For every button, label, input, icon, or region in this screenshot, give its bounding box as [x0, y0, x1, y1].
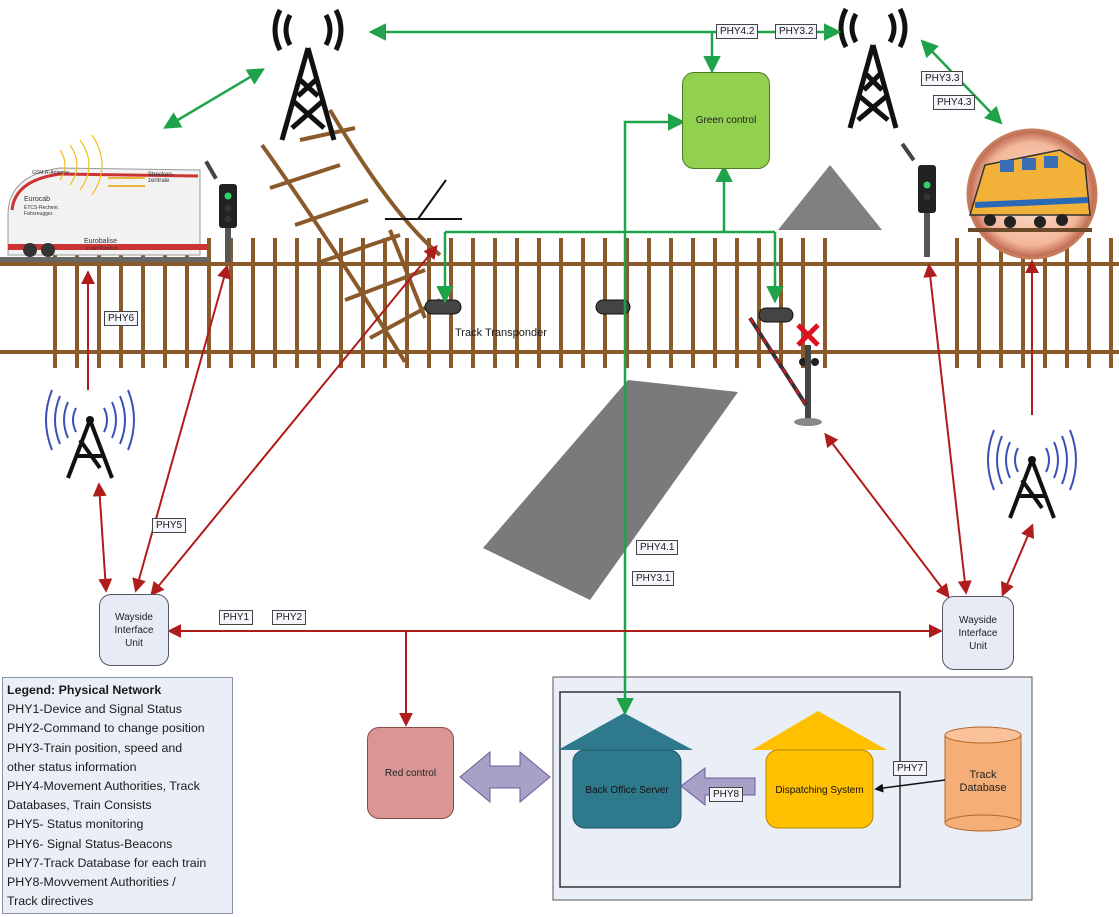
- inset-eurocab-label: Eurocab: [24, 196, 51, 203]
- legend-item: PHY4-Movement Authorities, Track: [7, 779, 200, 794]
- bidirectional-block-arrow: [459, 750, 551, 804]
- signal-icon-right: [900, 142, 936, 257]
- wayside-interface-unit-right: Wayside Interface Unit: [942, 596, 1014, 670]
- tower-icon-right: [838, 7, 908, 129]
- tag-phy3-1: PHY3.1: [632, 571, 675, 586]
- platform-lower: [483, 380, 738, 600]
- tower-icon-top: [272, 8, 344, 141]
- phy7-arrow: [874, 779, 946, 793]
- legend-item: PHY2-Command to change position: [7, 721, 205, 736]
- inset-strecken-label: Strecken- zentrale: [148, 172, 174, 184]
- track-database-label: Track Database: [959, 769, 1007, 794]
- legend-item: other status information: [7, 759, 137, 774]
- dispatching-system-icon: [752, 711, 887, 829]
- tag-phy4-1: PHY4.1: [636, 540, 679, 555]
- radio-mast-icon-left: [45, 389, 135, 479]
- office-inner-frame: [559, 691, 901, 888]
- legend-panel: Legend: Physical Network PHY1-Device and…: [2, 677, 233, 914]
- legend-item: PHY3-Train position, speed and: [7, 740, 183, 755]
- back-office-server-label: Back Office Server: [585, 784, 669, 796]
- tag-phy2: PHY2: [272, 610, 307, 625]
- legend-item: Track directives: [7, 894, 94, 909]
- tag-phy4-3: PHY4.3: [933, 95, 976, 110]
- inset-gsm-label: GSM-R-Antenne: [32, 170, 69, 176]
- phy8-block-arrow: [680, 767, 756, 807]
- wiu-right-label: Wayside Interface Unit: [958, 614, 998, 652]
- level-crossing-icon: [748, 316, 822, 426]
- legend-item: Databases, Train Consists: [7, 798, 152, 813]
- tag-phy1: PHY1: [219, 610, 254, 625]
- dispatching-system-label: Dispatching System: [775, 784, 864, 796]
- green-links: [162, 23, 1003, 716]
- transponder-icon-1: [424, 299, 462, 315]
- tag-phy5: PHY5: [152, 518, 187, 533]
- tag-phy3-2: PHY3.2: [775, 24, 818, 39]
- red-links: [81, 244, 1039, 727]
- wiu-left-label: Wayside Interface Unit: [114, 611, 154, 649]
- radio-mast-icon-right: [987, 429, 1077, 519]
- back-office-server-icon: [558, 713, 693, 829]
- transponder-icon-3: [758, 307, 794, 323]
- tag-phy4-2: PHY4.2: [716, 24, 759, 39]
- track-transponder-label: Track Transponder: [455, 327, 547, 339]
- platform-upper: [778, 165, 882, 230]
- train-inset-image: [0, 134, 210, 262]
- green-control-label: Green control: [695, 115, 757, 126]
- track-database-icon: [944, 726, 1022, 832]
- wayside-interface-unit-left: Wayside Interface Unit: [99, 594, 169, 666]
- legend-item: PHY6- Signal Status-Beacons: [7, 836, 173, 851]
- inset-eurobalise-label: Eurobalise: [84, 238, 118, 245]
- red-control-label: Red control: [384, 767, 437, 779]
- legend-item: PHY7-Track Database for each train: [7, 855, 207, 870]
- legend-item: PHY5- Status monitoring: [7, 817, 144, 832]
- tag-phy7: PHY7: [893, 761, 928, 776]
- legend-item: PHY8-Movvement Authorities /: [7, 875, 176, 890]
- legend-title: Legend: Physical Network: [7, 683, 162, 697]
- inset-eurobalise-sub: in der Position: [86, 246, 118, 252]
- red-control-box: Red control: [367, 727, 454, 819]
- green-control-box: Green control: [682, 72, 770, 169]
- tag-phy3-3: PHY3.3: [921, 71, 964, 86]
- switch-lever-icon: [385, 179, 462, 220]
- tag-phy6: PHY6: [104, 311, 139, 326]
- inset-eurocab-sub: ETCS-Rechner, Fahrzeugger.: [24, 205, 60, 217]
- train-circle-image: [966, 128, 1098, 260]
- legend-item: PHY1-Device and Signal Status: [7, 702, 182, 717]
- tag-phy8: PHY8: [709, 787, 744, 802]
